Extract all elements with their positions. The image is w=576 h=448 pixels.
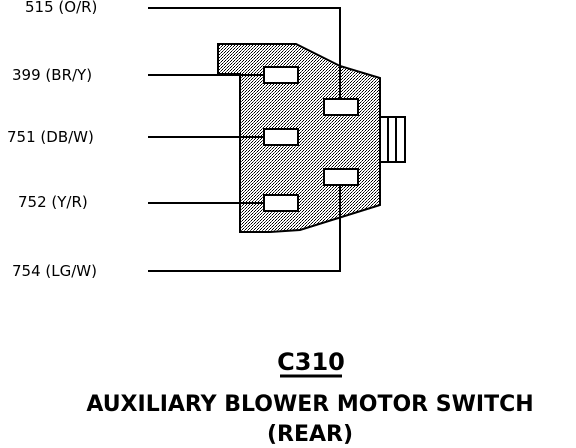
terminal-752 [263, 194, 299, 212]
wire-label-752: 752 (Y/R) [18, 193, 88, 211]
wire-label-754: 754 (LG/W) [12, 262, 97, 280]
wire-label-399: 399 (BR/Y) [12, 66, 92, 84]
wire-label-751: 751 (DB/W) [7, 128, 94, 146]
terminal-515 [323, 98, 359, 116]
terminal-754 [323, 168, 359, 186]
wire-515 [148, 7, 341, 100]
wire-label-515: 515 (O/R) [25, 0, 97, 16]
connector-id: C310 [277, 348, 345, 376]
wire-754 [148, 182, 341, 272]
connector-latch [379, 116, 406, 163]
terminal-751 [263, 128, 299, 146]
terminal-399 [263, 66, 299, 84]
connector-title: AUXILIARY BLOWER MOTOR SWITCH [86, 392, 533, 417]
connector-subtitle: (REAR) [267, 422, 353, 447]
